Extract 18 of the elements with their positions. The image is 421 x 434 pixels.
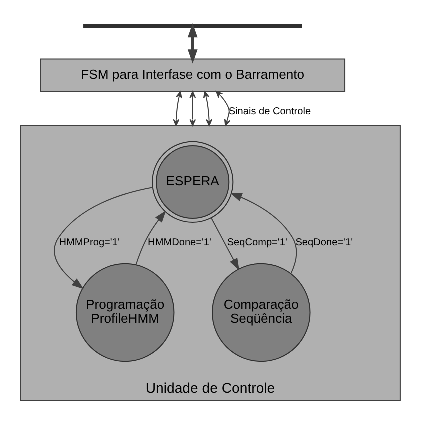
- node-bar: [84, 24, 302, 29]
- arrow: [54, 187, 153, 290]
- node-box: FSM para Interfase com o Barramento: [40, 58, 346, 92]
- edge-label: SeqDone='1': [296, 238, 354, 249]
- edge-label: HMMDone='1': [148, 238, 212, 249]
- node-circle: Comparação Seqüência: [212, 263, 311, 362]
- node-circle: Programação ProfileHMM: [76, 263, 175, 362]
- arrow: [136, 210, 166, 265]
- edge-label: HMMProg='1': [59, 238, 120, 249]
- arrow: [203, 91, 212, 126]
- arrow: [173, 91, 182, 126]
- arrow: [211, 218, 240, 271]
- edge-label: SeqComp='1': [227, 238, 288, 249]
- arrow: [230, 193, 298, 274]
- arrow: [188, 24, 198, 64]
- arrow: [190, 91, 196, 126]
- edge-label: Sinais de Controle: [228, 106, 312, 118]
- arrow: [216, 91, 231, 126]
